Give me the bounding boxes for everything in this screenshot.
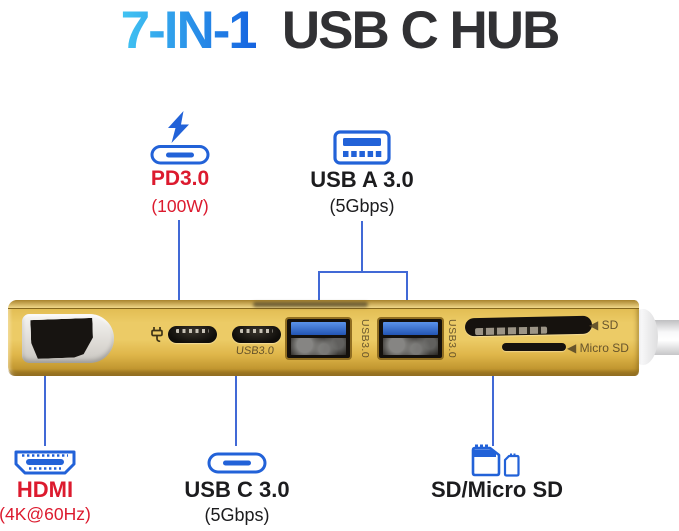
hdmi-sub-label: (4K@60Hz) [0, 504, 91, 524]
leader-line-usb-c [235, 360, 237, 446]
usb-hub-device: USB3.0 USB3.0 USB3.0 ◀ SD ◀ Micro SD [8, 300, 639, 376]
usb-a-port-1-tongue [291, 322, 346, 335]
usb-c-data-port [232, 326, 281, 343]
leader-line-usb-a-branch [318, 271, 408, 273]
usb-c-connector-icon [207, 452, 267, 474]
hdmi-connector-icon [14, 450, 76, 475]
usb-a-port-1-contacts [291, 338, 346, 355]
sd-card-icon [471, 444, 501, 477]
leader-line-usb-a-left [318, 272, 320, 314]
sd-slot-engraving: ◀ SD [589, 318, 619, 332]
usb-a-port-2-tongue [383, 322, 438, 335]
hdmi-label: HDMI [16, 477, 74, 502]
leader-line-hdmi [44, 357, 46, 446]
hdmi-port-opening [30, 318, 93, 359]
usb-c-sub-label: (5Gbps) [204, 505, 270, 525]
leader-line-usb-a-right [406, 272, 408, 314]
title-name: USB C HUB [281, 1, 560, 60]
sd-card-slot [464, 315, 593, 337]
leader-line-sd [492, 347, 494, 446]
usb-a-port-2 [377, 317, 444, 360]
pd-sub-label: (100W) [151, 196, 209, 216]
hub-bottom-edge [8, 369, 639, 376]
usb-a-label: USB A 3.0 [310, 167, 414, 192]
pd-label: PD3.0 [150, 167, 210, 190]
usb-a-connector-icon [333, 130, 391, 165]
usb-c-label: USB C 3.0 [184, 477, 290, 502]
usb-a-sub-label: (5Gbps) [329, 196, 395, 216]
hub-brand-engraving [253, 302, 368, 307]
sd-cards-icon [471, 444, 520, 477]
page-title: 7-IN-1 USB C HUB [0, 0, 679, 62]
hub-top-edge [8, 300, 639, 309]
usb-c-power-icon [150, 111, 210, 165]
hdmi-port [22, 314, 114, 363]
lightning-icon [168, 111, 189, 143]
power-plug-icon [151, 327, 163, 343]
leader-line-usb-a-stem [361, 221, 363, 272]
usb-a-port-1 [285, 317, 352, 360]
leader-line-pd [178, 220, 180, 314]
micro-sd-slot-engraving: ◀ Micro SD [567, 341, 629, 355]
title-badge: 7-IN-1 [120, 1, 258, 60]
micro-sd-slot [502, 343, 566, 351]
usb-c-pd-port [168, 326, 217, 343]
sd-label: SD/Micro SD [430, 477, 564, 502]
usb-a-port-2-engraving: USB3.0 [446, 319, 458, 359]
usb-a-port-2-contacts [383, 338, 438, 355]
micro-sd-card-icon [503, 453, 520, 477]
usb-a-port-1-engraving: USB3.0 [359, 319, 371, 359]
